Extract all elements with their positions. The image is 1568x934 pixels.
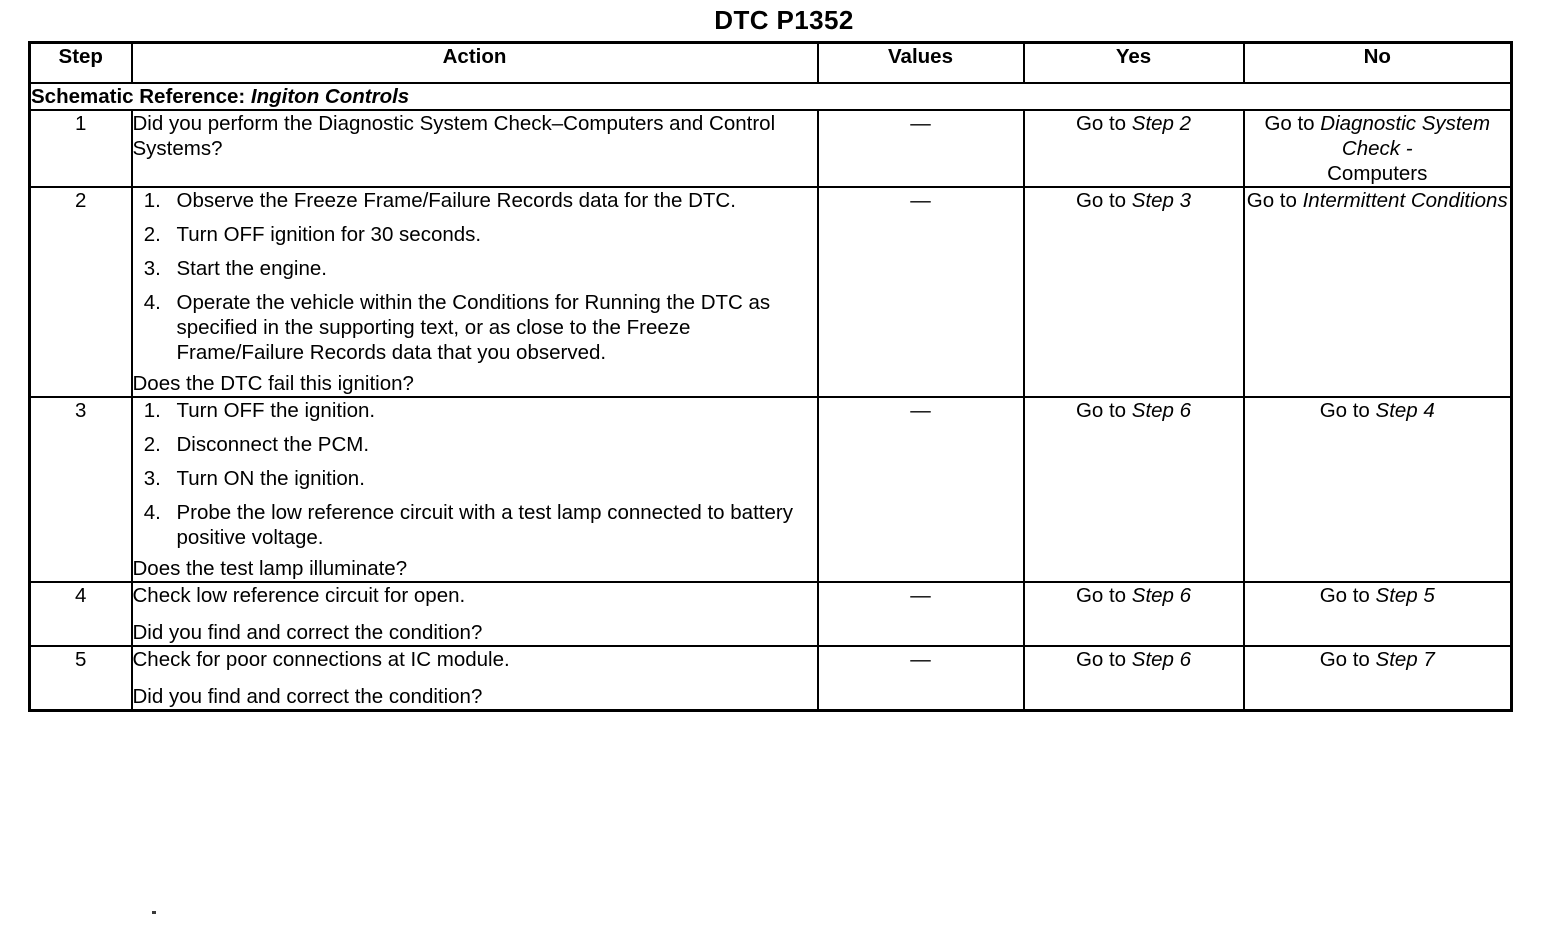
action-cell: Observe the Freeze Frame/Failure Records…	[130, 185, 819, 398]
step-number-cell: 4	[28, 580, 133, 647]
action-lead-text: Check for poor connections at IC module.	[132, 647, 510, 671]
values-cell: —	[816, 644, 1025, 712]
goto-prefix: Go to	[1319, 398, 1376, 422]
yes-action-cell: Go to Step 6	[1022, 644, 1245, 712]
values-cell: —	[816, 580, 1025, 647]
action-step-item: Operate the vehicle within the Condition…	[167, 290, 817, 365]
goto-target: Intermittent Conditions	[1302, 188, 1508, 212]
values-cell: —	[816, 395, 1025, 583]
action-question-text: Does the test lamp illuminate?	[132, 556, 408, 580]
goto-reference: Go to Intermittent Conditions	[1245, 188, 1511, 213]
no-action-cell: Go to Step 4	[1242, 395, 1513, 583]
goto-target: Step 5	[1375, 583, 1435, 607]
goto-prefix: Go to	[1264, 111, 1321, 135]
action-step-list: Observe the Freeze Frame/Failure Records…	[133, 188, 817, 365]
action-step-item: Probe the low reference circuit with a t…	[167, 500, 817, 550]
goto-prefix: Go to	[1075, 111, 1132, 135]
goto-reference: Go to Diagnostic System Check -	[1245, 111, 1511, 161]
goto-prefix: Go to	[1319, 583, 1376, 607]
step-number-cell: 5	[28, 644, 133, 712]
action-step-item: Observe the Freeze Frame/Failure Records…	[167, 188, 817, 213]
action-question-text: Did you find and correct the condition?	[132, 620, 483, 644]
goto-reference: Go to Step 5	[1245, 583, 1511, 608]
table-row: 2 Observe the Freeze Frame/Failure Record…	[28, 185, 1513, 398]
goto-target: Diagnostic System Check -	[1320, 111, 1491, 160]
step-number-cell: 1	[28, 108, 133, 188]
action-step-item: Start the engine.	[167, 256, 817, 281]
values-cell: —	[816, 108, 1025, 188]
goto-prefix: Go to	[1075, 583, 1132, 607]
goto-target: Step 3	[1131, 188, 1192, 212]
no-action-cell: Go to Diagnostic System Check -Computers	[1242, 108, 1513, 188]
goto-reference: Go to Step 7	[1245, 647, 1511, 672]
action-step-list: Turn OFF the ignition. Disconnect the PCM…	[133, 398, 817, 550]
goto-reference: Go to Step 4	[1245, 398, 1511, 423]
action-question-text: Did you find and correct the condition?	[132, 684, 483, 708]
goto-prefix: Go to	[1075, 188, 1132, 212]
goto-target: Step 4	[1375, 398, 1435, 422]
goto-target: Step 2	[1131, 111, 1192, 135]
values-cell: —	[816, 185, 1025, 398]
schematic-reference-row: Schematic Reference: Ingiton Controls	[28, 81, 1513, 111]
schematic-reference-cell: Schematic Reference: Ingiton Controls	[28, 81, 1513, 111]
column-header-yes: Yes	[1022, 41, 1245, 84]
step-number-cell: 3	[28, 395, 133, 583]
no-action-cell: Go to Intermittent Conditions	[1242, 185, 1513, 398]
column-header-action: Action	[130, 41, 819, 84]
action-lead-text: Did you perform the Diagnostic System Ch…	[132, 111, 776, 160]
action-step-item: Turn ON the ignition.	[167, 466, 817, 491]
goto-reference: Go to Step 3	[1025, 188, 1243, 213]
diagnostic-procedure-table: Step Action Values Yes No Schematic Refe…	[28, 40, 1513, 712]
yes-action-cell: Go to Step 6	[1022, 395, 1245, 583]
goto-target: Step 6	[1131, 583, 1192, 607]
goto-prefix: Go to	[1319, 647, 1376, 671]
table-header: Step Action Values Yes No	[28, 41, 1513, 84]
goto-target: Step 6	[1131, 647, 1192, 671]
scan-artifact	[152, 911, 156, 914]
table-row: 3 Turn OFF the ignition. Disconnect the PC…	[28, 395, 1513, 583]
goto-reference: Go to Step 6	[1025, 398, 1243, 423]
yes-action-cell: Go to Step 6	[1022, 580, 1245, 647]
goto-prefix: Go to	[1246, 188, 1303, 212]
goto-prefix: Go to	[1075, 647, 1132, 671]
yes-action-cell: Go to Step 2	[1022, 108, 1245, 188]
action-step-item: Turn OFF the ignition.	[167, 398, 817, 423]
action-lead-text: Check low reference circuit for open.	[132, 583, 466, 607]
action-step-item: Turn OFF ignition for 30 seconds.	[167, 222, 817, 247]
schematic-reference-label: Schematic Reference:	[31, 84, 246, 108]
schematic-reference-value: Ingiton Controls	[250, 84, 410, 108]
column-header-step: Step	[28, 41, 133, 84]
goto-reference: Go to Step 2	[1025, 111, 1243, 136]
goto-target: Step 6	[1131, 398, 1192, 422]
action-cell: Check low reference circuit for open. Did…	[130, 580, 819, 647]
goto-prefix: Go to	[1075, 398, 1132, 422]
action-step-item: Disconnect the PCM.	[167, 432, 817, 457]
header-row: Step Action Values Yes No	[28, 41, 1513, 84]
goto-reference: Go to Step 6	[1025, 647, 1243, 672]
action-cell: Did you perform the Diagnostic System Ch…	[130, 108, 819, 188]
no-action-cell: Go to Step 7	[1242, 644, 1513, 712]
action-question-text: Does the DTC fail this ignition?	[132, 371, 414, 395]
column-header-no: No	[1242, 41, 1513, 84]
goto-suffix: Computers	[1327, 161, 1428, 185]
column-header-values: Values	[816, 41, 1025, 84]
action-cell: Check for poor connections at IC module.…	[130, 644, 819, 712]
yes-action-cell: Go to Step 3	[1022, 185, 1245, 398]
no-action-cell: Go to Step 5	[1242, 580, 1513, 647]
goto-reference: Go to Step 6	[1025, 583, 1243, 608]
page-title: DTC P1352	[714, 5, 854, 35]
step-number-cell: 2	[28, 185, 133, 398]
action-cell: Turn OFF the ignition. Disconnect the PCM…	[130, 395, 819, 583]
goto-target: Step 7	[1375, 647, 1435, 671]
